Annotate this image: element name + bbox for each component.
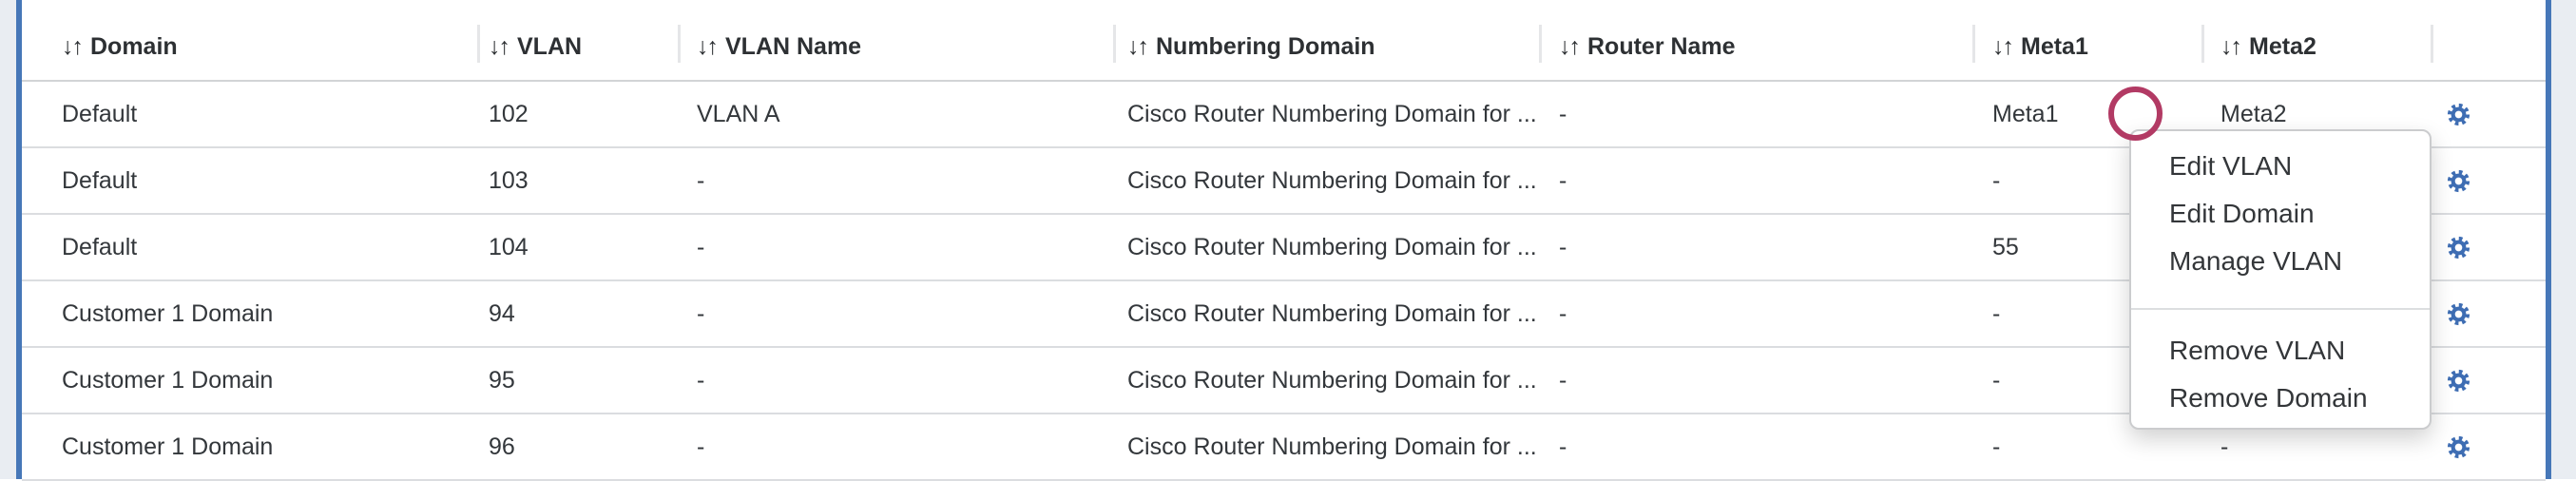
cell-router-name: - xyxy=(1559,299,1567,327)
cell-router-name: - xyxy=(1559,433,1567,460)
sort-icon: ↓↑ xyxy=(489,32,510,60)
column-header-label: Router Name xyxy=(1587,32,1736,60)
cell-domain: Customer 1 Domain xyxy=(62,366,274,394)
column-header-router-name[interactable]: ↓↑ Router Name xyxy=(1539,0,1972,80)
menu-item-manage-vlan[interactable]: Manage VLAN xyxy=(2169,246,2343,276)
right-gutter xyxy=(2551,0,2576,479)
cell-vlan-name: - xyxy=(697,366,705,394)
cell-domain: Customer 1 Domain xyxy=(62,433,274,460)
cell-numbering-domain: Cisco Router Numbering Domain for ... xyxy=(1127,299,1537,327)
gear-icon[interactable] xyxy=(2446,102,2471,127)
cell-actions xyxy=(2431,414,2546,479)
gear-icon[interactable] xyxy=(2446,301,2471,327)
cell-meta1: - xyxy=(1992,299,2001,327)
sort-icon: ↓↑ xyxy=(1127,32,1149,60)
row-actions-context-menu: Edit VLAN Edit Domain Manage VLAN Remove… xyxy=(2129,129,2432,430)
cell-domain: Default xyxy=(62,100,138,127)
cell-actions xyxy=(2431,82,2546,146)
gear-icon[interactable] xyxy=(2446,368,2471,394)
column-header-label: Domain xyxy=(90,32,178,60)
column-header-domain[interactable]: ↓↑ Domain xyxy=(22,0,477,80)
cell-router-name: - xyxy=(1559,233,1567,260)
cell-vlan-name: - xyxy=(697,299,705,327)
column-header-numbering-domain[interactable]: ↓↑ Numbering Domain xyxy=(1113,0,1539,80)
cell-actions xyxy=(2431,148,2546,213)
context-menu-group: Remove VLAN Remove Domain xyxy=(2131,310,2430,432)
cell-domain: Default xyxy=(62,233,138,260)
column-header-label: Meta1 xyxy=(2021,32,2088,60)
cell-meta1: Meta1 xyxy=(1992,100,2059,127)
cell-actions xyxy=(2431,281,2546,346)
column-header-label: VLAN xyxy=(517,32,583,60)
cell-numbering-domain: Cisco Router Numbering Domain for ... xyxy=(1127,366,1537,394)
right-accent-border xyxy=(2546,0,2551,479)
table-row: Default 103 - Cisco Router Numbering Dom… xyxy=(22,148,2546,215)
cell-meta1: - xyxy=(1992,166,2001,194)
column-header-vlan[interactable]: ↓↑ VLAN xyxy=(477,0,678,80)
table-row: Customer 1 Domain 96 - Cisco Router Numb… xyxy=(22,414,2546,481)
cell-router-name: - xyxy=(1559,166,1567,194)
cell-numbering-domain: Cisco Router Numbering Domain for ... xyxy=(1127,433,1537,460)
gear-icon[interactable] xyxy=(2446,168,2471,194)
cell-domain: Default xyxy=(62,166,138,194)
left-accent-border xyxy=(16,0,22,479)
menu-item-edit-vlan[interactable]: Edit VLAN xyxy=(2169,151,2293,181)
context-menu-group: Edit VLAN Edit Domain Manage VLAN xyxy=(2131,131,2430,308)
cell-router-name: - xyxy=(1559,366,1567,394)
cell-domain: Customer 1 Domain xyxy=(62,299,274,327)
cell-vlan: 103 xyxy=(489,166,529,194)
table-row: Customer 1 Domain 94 - Cisco Router Numb… xyxy=(22,281,2546,348)
cell-vlan-name: - xyxy=(697,166,705,194)
cell-actions xyxy=(2431,215,2546,279)
cell-meta1: - xyxy=(1992,366,2001,394)
cell-vlan: 95 xyxy=(489,366,515,394)
table-row: Default 104 - Cisco Router Numbering Dom… xyxy=(22,215,2546,281)
cell-numbering-domain: Cisco Router Numbering Domain for ... xyxy=(1127,233,1537,260)
column-header-label: Numbering Domain xyxy=(1156,32,1375,60)
sort-icon: ↓↑ xyxy=(697,32,719,60)
cell-vlan-name: VLAN A xyxy=(697,100,780,127)
cell-vlan: 96 xyxy=(489,433,515,460)
cell-meta1: - xyxy=(1992,433,2001,460)
gear-icon[interactable] xyxy=(2446,434,2471,460)
menu-item-remove-domain[interactable]: Remove Domain xyxy=(2169,383,2368,413)
cell-vlan: 102 xyxy=(489,100,529,127)
sort-icon: ↓↑ xyxy=(2220,32,2242,60)
cell-meta1: 55 xyxy=(1992,233,2019,260)
menu-item-edit-domain[interactable]: Edit Domain xyxy=(2169,199,2315,228)
cell-vlan-name: - xyxy=(697,233,705,260)
column-header-vlan-name[interactable]: ↓↑ VLAN Name xyxy=(678,0,1113,80)
cell-meta2: Meta2 xyxy=(2220,100,2287,127)
cell-vlan-name: - xyxy=(697,433,705,460)
left-gutter xyxy=(0,0,16,479)
column-header-actions xyxy=(2431,0,2546,80)
cell-vlan: 94 xyxy=(489,299,515,327)
cell-router-name: - xyxy=(1559,100,1567,127)
cell-numbering-domain: Cisco Router Numbering Domain for ... xyxy=(1127,100,1537,127)
column-header-meta2[interactable]: ↓↑ Meta2 xyxy=(2201,0,2431,80)
menu-divider xyxy=(2131,308,2430,310)
cell-meta2: - xyxy=(2220,433,2229,460)
sort-icon: ↓↑ xyxy=(62,32,84,60)
cell-vlan: 104 xyxy=(489,233,529,260)
sort-icon: ↓↑ xyxy=(1559,32,1581,60)
menu-item-remove-vlan[interactable]: Remove VLAN xyxy=(2169,336,2346,365)
cell-actions xyxy=(2431,348,2546,413)
column-header-label: Meta2 xyxy=(2249,32,2316,60)
gear-icon[interactable] xyxy=(2446,235,2471,260)
column-header-label: VLAN Name xyxy=(725,32,862,60)
table-row: Customer 1 Domain 95 - Cisco Router Numb… xyxy=(22,348,2546,414)
cell-numbering-domain: Cisco Router Numbering Domain for ... xyxy=(1127,166,1537,194)
sort-icon: ↓↑ xyxy=(1992,32,2014,60)
table-header-row: ↓↑ Domain ↓↑ VLAN ↓↑ VLAN Name ↓↑ Number… xyxy=(22,0,2546,82)
column-header-meta1[interactable]: ↓↑ Meta1 xyxy=(1972,0,2201,80)
